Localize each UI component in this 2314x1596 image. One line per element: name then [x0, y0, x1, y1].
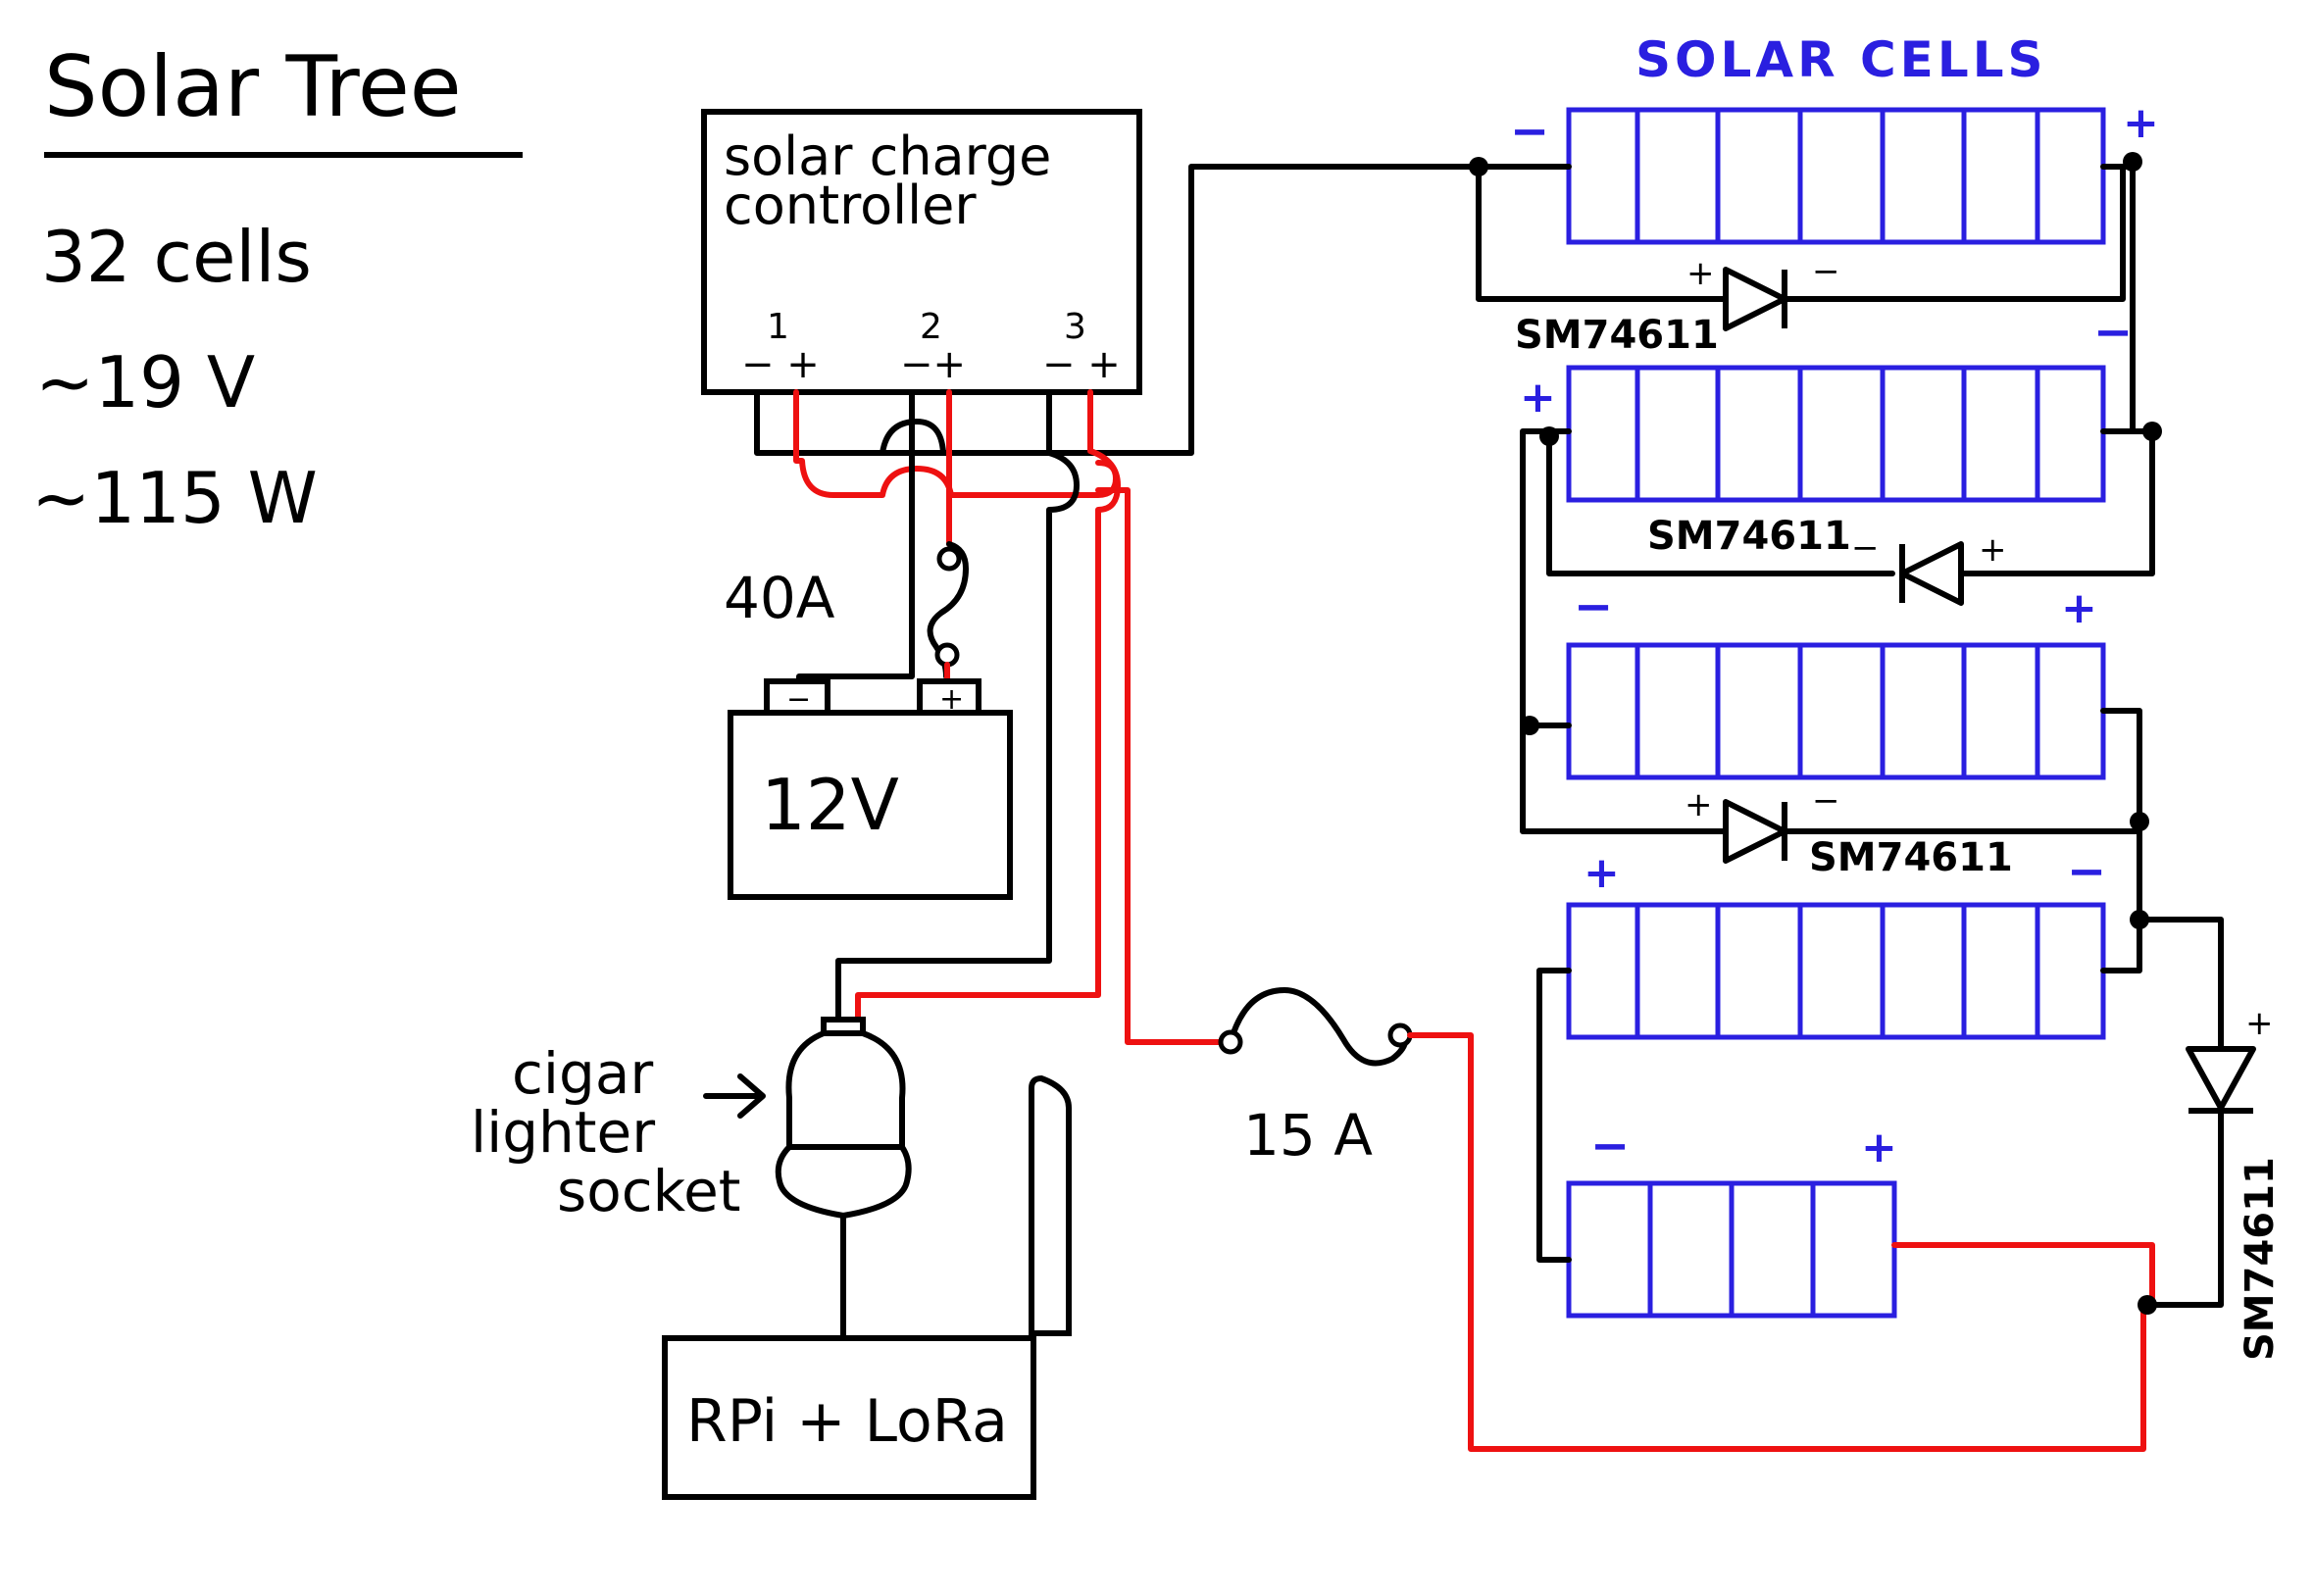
battery-pos-sign: + [939, 682, 964, 717]
svg-text:+: + [1861, 1122, 1897, 1172]
junction-dots [1469, 152, 2162, 1315]
cigar-label-line2: lighter [471, 1099, 655, 1166]
panel-wiring [1476, 164, 2224, 1308]
svg-text:+: + [1584, 848, 1620, 898]
diode-4-label: SM74611 [2238, 1157, 2283, 1361]
svg-text:−: − [2093, 305, 2133, 360]
solar-panel-1 [1566, 107, 2106, 245]
svg-text:−: − [1851, 528, 1880, 568]
panel-polarity-signs: − + − + − + + − − + [1510, 98, 2159, 1173]
svg-text:+: + [2061, 583, 2097, 633]
title: Solar Tree [44, 38, 462, 136]
solar-panel-4 [1566, 902, 2106, 1040]
svg-text:+: + [1686, 254, 1715, 293]
battery-body [728, 710, 1013, 900]
spec-cells: 32 cells [41, 216, 312, 298]
svg-text:+: + [1685, 785, 1713, 824]
controller-label-line2: controller [724, 175, 977, 236]
svg-text:−: − [2067, 844, 2106, 899]
fuse-40a-label: 40A [724, 565, 835, 631]
solar-cells-label: SOLAR CELLS [1635, 31, 2047, 88]
svg-text:−: − [1590, 1119, 1630, 1173]
fuse-15a [1218, 987, 2146, 1452]
rpi-lora-label: RPi + LoRa [686, 1387, 1008, 1456]
lora-antenna [1029, 1074, 1072, 1336]
bypass-diode-3: + − [1685, 781, 1840, 864]
svg-text:+: + [1520, 373, 1556, 423]
solar-panel-5 [1566, 1180, 1897, 1319]
terminal-1-polarity: − + [741, 342, 820, 387]
terminal-3-number: 3 [1064, 307, 1086, 347]
svg-text:+: + [2123, 98, 2159, 148]
bypass-diode-1: + − [1686, 252, 1840, 331]
terminal-3-polarity: − + [1042, 342, 1121, 387]
spec-voltage: ~19 V [35, 341, 255, 424]
charge-controller-box [701, 109, 1142, 395]
controller-wiring [754, 164, 1482, 1045]
diode-3-label: SM74611 [1809, 835, 2013, 880]
bypass-diode-4: + [2186, 1004, 2274, 1114]
solar-panel-3 [1566, 642, 2106, 780]
diode-1-label: SM74611 [1515, 313, 1719, 358]
diode-2-label: SM74611 [1647, 514, 1851, 559]
battery-neg-sign: − [786, 682, 811, 717]
svg-text:−: − [1812, 252, 1840, 291]
battery-voltage: 12V [761, 764, 899, 846]
svg-text:−: − [1510, 104, 1549, 159]
cigar-label-line3: socket [557, 1158, 741, 1224]
fuse-40a-terminal-top [936, 546, 962, 572]
cigar-label-line1: cigar [512, 1040, 653, 1107]
panel-5-positive-wire [1891, 1242, 2155, 1308]
svg-text:−: − [1812, 781, 1840, 821]
cigar-label-arrow [703, 1073, 766, 1119]
bypass-diode-2: − + [1851, 528, 2007, 606]
spec-power: ~115 W [31, 457, 318, 539]
terminal-2-polarity: −+ [900, 342, 966, 387]
svg-text:+: + [1979, 530, 2007, 570]
svg-text:+: + [2245, 1004, 2274, 1043]
svg-text:−: − [1574, 579, 1613, 634]
solar-panel-2 [1566, 365, 2106, 503]
battery: − + 12V [728, 678, 1013, 900]
terminal-2-number: 2 [920, 307, 942, 347]
terminal-1-number: 1 [767, 307, 789, 347]
rpi-lora-box [662, 1335, 1036, 1500]
controller-label-line1: solar charge [724, 125, 1051, 187]
fuse-15a-label: 15 A [1243, 1102, 1373, 1169]
cigar-lighter-socket [775, 1017, 912, 1341]
